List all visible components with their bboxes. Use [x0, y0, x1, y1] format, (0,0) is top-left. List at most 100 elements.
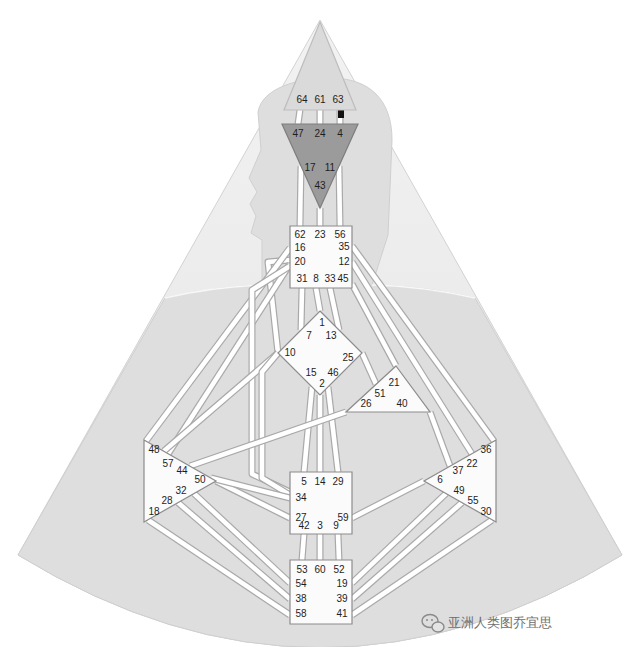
channel-border — [211, 478, 290, 498]
channel-fill — [190, 412, 346, 466]
ajna-center: 47244171143 — [282, 124, 358, 208]
center-shape — [346, 366, 430, 412]
gate-number: 7 — [306, 331, 312, 341]
channel — [339, 166, 340, 226]
channel-border — [298, 110, 300, 124]
channel-fill — [362, 353, 376, 384]
throat-center: 622356163520123183345 — [290, 226, 352, 288]
channel-fill — [352, 481, 424, 518]
channel-fill — [352, 494, 446, 584]
channel — [430, 412, 450, 466]
gate-number: 54 — [295, 579, 306, 589]
gate-number: 62 — [294, 230, 305, 240]
channel-border — [430, 412, 450, 466]
channel — [328, 387, 338, 472]
gate-number: 43 — [314, 181, 325, 191]
channel-fill — [318, 395, 323, 472]
gate-number: 17 — [304, 163, 315, 173]
gate-number: 13 — [325, 331, 336, 341]
channel-fill — [302, 534, 304, 560]
gate-number: 39 — [336, 594, 347, 604]
channel — [211, 478, 290, 498]
gate-number: 10 — [284, 348, 295, 358]
channel-border — [252, 266, 290, 492]
channel — [298, 110, 300, 124]
gate-number: 35 — [338, 242, 349, 252]
channel — [148, 520, 290, 615]
gate-number: 12 — [338, 257, 349, 267]
channel-border — [300, 166, 301, 226]
channel-fill — [318, 534, 323, 560]
channel-border — [362, 353, 376, 384]
channel — [320, 110, 321, 124]
channel-fill — [262, 353, 290, 495]
spleen-center: 48574450322818 — [144, 440, 216, 522]
center-shape — [284, 22, 356, 110]
channel-fill — [352, 520, 492, 615]
gate-number: 61 — [314, 95, 325, 105]
channel-fill — [338, 534, 339, 560]
channel-border — [328, 387, 338, 472]
gate-number: 1 — [319, 318, 325, 328]
gate-number: 4 — [337, 129, 343, 139]
channel-fill — [318, 110, 323, 124]
head-center: 646163 — [284, 22, 356, 110]
gate-number: 38 — [295, 594, 306, 604]
gate-number: 22 — [466, 459, 477, 469]
channel — [352, 262, 472, 454]
center-shape — [282, 124, 358, 208]
gate-number: 9 — [333, 521, 339, 531]
channel — [320, 395, 321, 472]
channel-fill — [300, 166, 301, 226]
channel — [302, 534, 304, 560]
gate-number: 57 — [162, 459, 173, 469]
gate-number: 59 — [337, 513, 348, 523]
channel-border — [194, 494, 290, 584]
center-shape — [290, 226, 352, 288]
gate-number: 16 — [294, 243, 305, 253]
aura-fan — [18, 20, 622, 647]
heart-center: 21512640 — [346, 366, 430, 412]
channel-border — [352, 494, 446, 584]
channel — [190, 412, 346, 466]
sacral-center: 514293427594239 — [290, 472, 352, 534]
gate-number: 51 — [374, 389, 385, 399]
channel-border — [301, 288, 302, 330]
channel — [301, 288, 302, 330]
channel-border — [317, 110, 324, 124]
channel — [362, 353, 376, 384]
gate-number: 31 — [296, 274, 307, 284]
activation-mark — [338, 110, 344, 118]
gate-number: 36 — [480, 445, 491, 455]
gate-number: 52 — [333, 565, 344, 575]
gate-number: 25 — [342, 353, 353, 363]
channel-fill — [148, 520, 290, 615]
gate-number: 8 — [313, 274, 319, 284]
gate-number: 46 — [327, 368, 338, 378]
gate-number: 48 — [148, 445, 159, 455]
channel-fill — [194, 494, 290, 584]
channel-border — [317, 395, 324, 472]
gate-number: 33 — [324, 274, 335, 284]
root-center: 536052541938395841 — [290, 560, 352, 624]
gate-number: 34 — [295, 493, 306, 503]
channel-border — [352, 520, 492, 615]
channel-border — [302, 534, 304, 560]
channel-fill — [316, 288, 320, 311]
channel — [338, 534, 339, 560]
channel-fill — [298, 110, 300, 124]
gate-number: 23 — [314, 230, 325, 240]
center-shape — [278, 311, 362, 395]
center-shape — [290, 560, 352, 624]
channel — [194, 494, 290, 584]
gate-number: 24 — [314, 129, 325, 139]
gate-number: 42 — [298, 521, 309, 531]
gate-number: 50 — [194, 475, 205, 485]
gate-number: 44 — [176, 466, 187, 476]
gate-number: 30 — [480, 507, 491, 517]
channel-border — [352, 262, 472, 454]
gate-number: 5 — [301, 477, 307, 487]
gate-number: 15 — [305, 368, 316, 378]
gate-number: 29 — [332, 477, 343, 487]
gate-number: 11 — [325, 163, 335, 173]
